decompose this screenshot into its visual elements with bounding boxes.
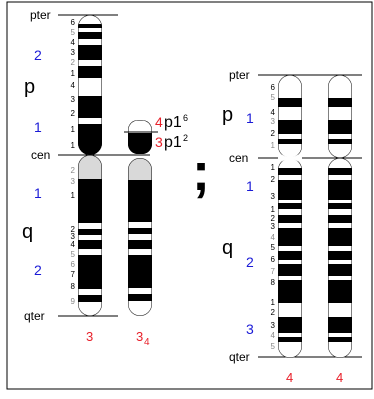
band-number: 5 — [71, 28, 76, 37]
cen-label-right: cen — [229, 151, 248, 165]
band-number: 2 — [271, 129, 276, 138]
p-arm-letter-right: p — [222, 104, 233, 126]
band-number: 4 — [71, 240, 76, 249]
band-number: 1 — [271, 163, 276, 172]
caption-der4: 4 — [336, 370, 343, 385]
band-number: 3 — [271, 321, 276, 330]
band-number: 3 — [271, 222, 276, 231]
band-number: 7 — [71, 270, 76, 279]
chromosome-4-normal — [278, 75, 302, 358]
band-number: 4 — [71, 38, 76, 47]
region-p2-left: 2 — [34, 47, 42, 63]
band-number: 2 — [271, 214, 276, 223]
chromosome-3-normal — [78, 15, 102, 316]
chromosome-4-panel: pter cen qter p q 1 1 2 3 — [222, 68, 362, 385]
caption-der3: 3 — [136, 329, 143, 344]
p-arm-letter-left: p — [24, 76, 35, 98]
separator-semicolon: ; — [192, 142, 210, 202]
band-number: 4 — [271, 108, 276, 117]
region-p1-left: 1 — [34, 119, 42, 135]
band-number: 1 — [271, 298, 276, 307]
band-number: 6 — [71, 260, 76, 269]
trans-bottom-sup: 2 — [183, 133, 188, 143]
caption-der3-sub: 4 — [144, 337, 150, 348]
region-q1-right: 1 — [246, 178, 254, 194]
chromosome-3-panel: pter cen qter p q 2 1 1 2 — [22, 8, 158, 348]
band-number: 3 — [271, 117, 276, 126]
band-number: 2 — [71, 109, 76, 118]
band-number: 6 — [271, 83, 276, 92]
band-number: 5 — [271, 342, 276, 351]
region-q3-right: 3 — [246, 321, 254, 337]
band-number: 5 — [271, 243, 276, 252]
band-number: 2 — [71, 58, 76, 67]
chromosome-4-derivative — [328, 75, 352, 358]
band-number: 3 — [71, 177, 76, 186]
q-arm-letter-right: q — [222, 237, 233, 259]
band-number: 1 — [71, 191, 76, 200]
band-number: 6 — [71, 18, 76, 27]
band-number: 4 — [71, 81, 76, 90]
caption-chr4: 4 — [286, 370, 293, 385]
band-number: 2 — [71, 225, 76, 234]
band-number: 6 — [271, 255, 276, 264]
band-number: 4 — [271, 233, 276, 242]
band-number: 2 — [71, 166, 76, 175]
region-q2-left: 2 — [34, 262, 42, 278]
q-arm-letter-left: q — [22, 221, 33, 243]
figure-frame — [6, 1, 373, 390]
band-number: 5 — [271, 93, 276, 102]
trans-top-sup: 6 — [183, 113, 188, 123]
band-number: 8 — [271, 278, 276, 287]
qter-label-right: qter — [229, 350, 250, 364]
caption-chr3: 3 — [86, 329, 93, 344]
band-number: 3 — [71, 95, 76, 104]
band-number: 1 — [271, 205, 276, 214]
band-number: 8 — [71, 282, 76, 291]
pter-label-right: pter — [229, 68, 250, 82]
band-number: 2 — [271, 308, 276, 317]
qter-label-left: qter — [24, 309, 45, 323]
trans-bottom-red: 3 — [155, 134, 163, 150]
band-number: 3 — [71, 48, 76, 57]
band-number: 3 — [271, 192, 276, 201]
trans-bottom-band: p1 — [164, 134, 182, 151]
cen-label-left: cen — [31, 148, 50, 162]
pter-label-left: pter — [30, 8, 51, 22]
band-number: 5 — [71, 250, 76, 259]
translocation-labels: 4 p1 6 3 p1 2 — [155, 113, 188, 151]
trans-top-red: 4 — [155, 114, 163, 130]
band-number: 1 — [71, 125, 76, 134]
band-number: 7 — [271, 267, 276, 276]
chromosome-3-derivative — [124, 120, 158, 316]
band-number: 3 — [71, 232, 76, 241]
band-number: 9 — [71, 297, 76, 306]
region-p1-right: 1 — [246, 110, 254, 126]
band-number: 1 — [71, 69, 76, 78]
region-q2-right: 2 — [246, 254, 254, 270]
band-number: 1 — [71, 141, 76, 150]
band-number: 2 — [271, 175, 276, 184]
band-number: 4 — [271, 331, 276, 340]
band-number: 1 — [271, 141, 276, 150]
region-q1-left: 1 — [34, 185, 42, 201]
trans-top-band: p1 — [164, 114, 182, 131]
